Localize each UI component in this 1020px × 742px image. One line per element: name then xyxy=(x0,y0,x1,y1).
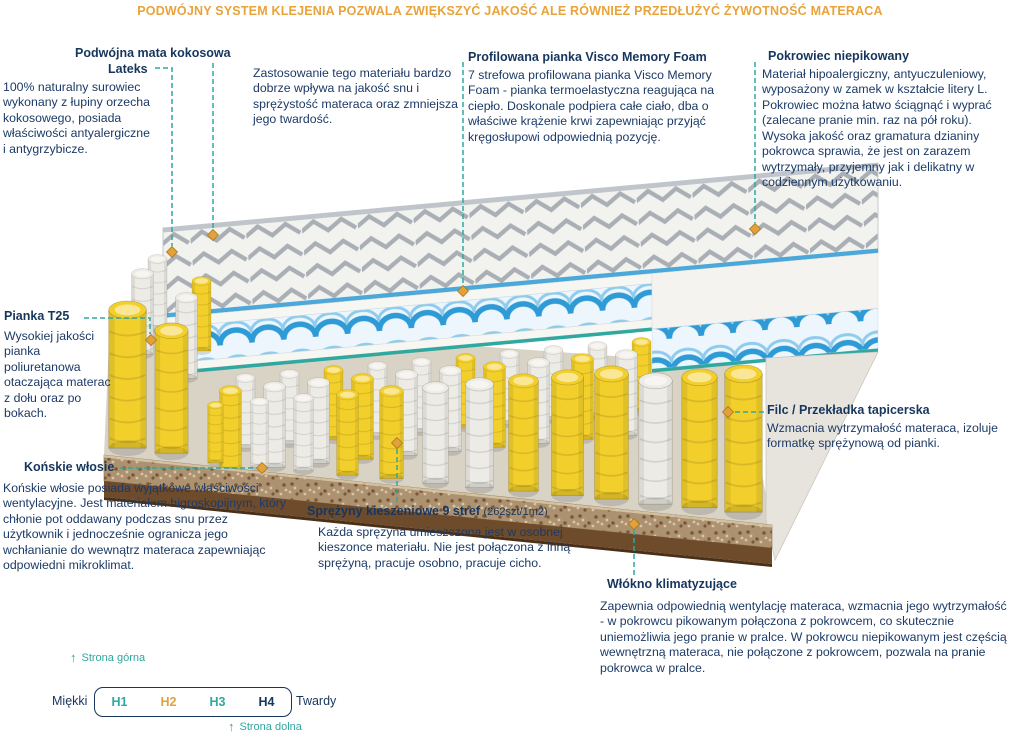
dark-base-layer xyxy=(104,481,772,564)
hardness-level-h3: H3 xyxy=(209,695,226,709)
callout-wlokno-body: Zapewnia odpowiednią wentylację materaca… xyxy=(600,599,1007,675)
spring xyxy=(723,364,764,522)
hardness-level-h4: H4 xyxy=(258,695,275,709)
leader-pianka-t25 xyxy=(84,317,151,334)
callout-pianka-t25-heading: Pianka T25 xyxy=(4,309,70,323)
up-arrow-icon: ↑ xyxy=(228,719,235,734)
page-title: PODWÓJNY SYSTEM KLEJENIA POZWALA ZWIĘKSZ… xyxy=(137,4,883,18)
spring xyxy=(378,385,405,485)
teal-strip-left xyxy=(163,327,652,376)
spring xyxy=(292,393,315,476)
spring xyxy=(107,300,148,458)
horsehair-top-line xyxy=(104,455,772,528)
spring xyxy=(206,401,225,467)
callout-pianka-t25-body: Wysokiej jakości pianka poliuretanowa ot… xyxy=(4,329,111,421)
spring xyxy=(153,322,190,462)
callout-sprezyny-body: Każda sprężyna umieszczona jest w osobne… xyxy=(318,525,571,570)
callout-wlokno-heading: Włókno klimatyzujące xyxy=(607,577,737,591)
callout-konskie-body: Końskie włosie posiada wyjątkowe właściw… xyxy=(3,481,286,573)
callout-pokrowiec-heading: Pokrowiec niepikowany xyxy=(768,49,910,63)
bottom-side-label: Strona dolna xyxy=(239,720,302,733)
base-layers xyxy=(103,454,773,567)
spring xyxy=(249,397,270,472)
hardness-level-h1: H1 xyxy=(111,695,128,709)
spring xyxy=(637,372,674,513)
memory-foam-blue-edge xyxy=(163,248,878,318)
callout-lateks-heading: Lateks xyxy=(108,62,148,76)
leader-lateks xyxy=(155,67,173,246)
hardness-level-h2: H2 xyxy=(160,695,177,709)
spring xyxy=(421,381,450,490)
top-side-label: Strona górna xyxy=(81,651,146,664)
callout-pokrowiec-body: Materiał hipoalergiczny, antyuczuleniowy… xyxy=(762,67,992,190)
callout-sprezyny-heading: Sprężyny kieszeniowe 9 stref (262szt/1m2… xyxy=(307,504,548,518)
teal-strip-right xyxy=(652,348,878,373)
callout-filc-heading: Filc / Przekładka tapicerska xyxy=(767,403,930,417)
up-arrow-icon: ↑ xyxy=(70,650,77,665)
spring xyxy=(550,369,585,504)
hard-label: Twardy xyxy=(296,694,337,708)
callout-konskie-heading: Końskie włosie xyxy=(24,460,115,474)
spring xyxy=(507,373,540,499)
hardness-scale: H1 H2 H3 H4 xyxy=(94,687,292,717)
callout-kokos-heading: Podwójna mata kokosowa xyxy=(75,46,231,60)
mattress-end-cap xyxy=(765,351,879,562)
callout-sprezyny-note: (262szt/1m2) xyxy=(483,506,548,518)
top-side-note: ↑ Strona górna xyxy=(70,651,145,664)
callout-visco-heading: Profilowana pianka Visco Memory Foam xyxy=(468,50,707,64)
callout-lines xyxy=(84,62,764,575)
callout-kokos-body: 100% naturalny surowiec wykonany z łupin… xyxy=(3,80,150,156)
spring xyxy=(593,365,630,508)
soft-label: Miękki xyxy=(52,694,88,708)
bottom-side-note: ↑ Strona dolna xyxy=(228,720,302,733)
spring xyxy=(335,389,360,481)
callout-filc-body: Wzmacnia wytrzymałość materaca, izoluje … xyxy=(767,421,998,451)
callout-sprezyny-heading-text: Sprężyny kieszeniowe 9 stref xyxy=(307,504,480,518)
memory-foam-top-edge xyxy=(163,163,878,233)
base-bottom-edge xyxy=(104,497,772,567)
spring xyxy=(464,377,495,495)
callout-visco-body: 7 strefowa profilowana pianka Visco Memo… xyxy=(468,68,715,144)
spring xyxy=(680,368,719,517)
callout-lateks-body: Zastosowanie tego materiału bardzo dobrz… xyxy=(253,66,459,127)
